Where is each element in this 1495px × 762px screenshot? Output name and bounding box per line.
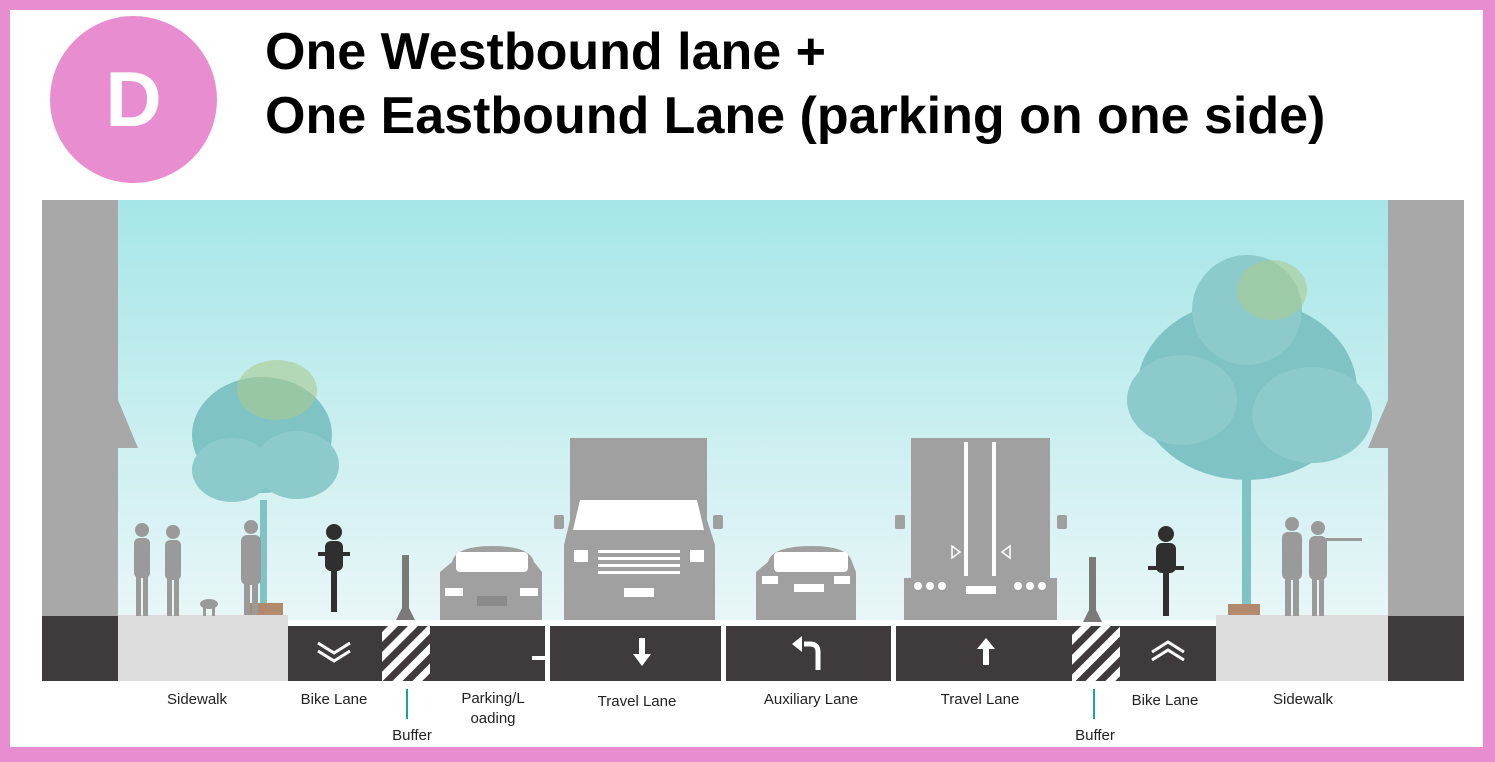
- parked-car: [440, 546, 542, 620]
- label-bike-lane-left: Bike Lane: [300, 691, 368, 708]
- buffer-right-hatch: [1072, 626, 1120, 681]
- label-buffer-right: Buffer: [1075, 727, 1115, 744]
- label-sidewalk-right: Sidewalk: [1272, 691, 1334, 708]
- chevron-down-icon: [317, 641, 351, 663]
- title-line-1: One Westbound lane +: [265, 23, 827, 81]
- diagram-title: One Westbound lane + One Eastbound Lane …: [265, 20, 1475, 148]
- buffer-left-hatch: [382, 626, 430, 681]
- pedestrians-left: [134, 520, 261, 616]
- trailer-truck: [895, 438, 1067, 620]
- lane-line: [721, 626, 726, 681]
- cyclist-right: [1148, 526, 1184, 616]
- option-badge: D: [50, 16, 217, 183]
- label-travel-lane-west: Travel Lane: [597, 693, 677, 710]
- label-buffer-left: Buffer: [392, 727, 432, 744]
- label-sidewalk-left: Sidewalk: [166, 691, 228, 708]
- bollard-right: [1083, 557, 1102, 622]
- title-line-2: One Eastbound Lane (parking on one side): [265, 87, 1326, 145]
- bollard-left: [396, 555, 415, 620]
- turn-left-arrow-icon: [792, 636, 821, 670]
- label-parking-loading: Parking/L oading: [461, 690, 525, 727]
- lane-line: [891, 626, 896, 681]
- tree-right: [1127, 255, 1372, 615]
- option-letter: D: [105, 55, 162, 143]
- pedestrians-right: [1282, 517, 1362, 616]
- tree-left: [192, 360, 339, 615]
- building-left: [42, 200, 138, 620]
- buffer-right-marker: [1093, 689, 1095, 719]
- sidewalk-left-surface: [118, 615, 288, 681]
- cyclist-left: [318, 524, 350, 612]
- label-travel-lane-east: Travel Lane: [940, 691, 1020, 708]
- road-surface: [288, 626, 1216, 681]
- arrow-up-icon: [977, 638, 995, 665]
- lane-line: [545, 626, 550, 681]
- street-cross-section: [42, 200, 1464, 681]
- parking-tick: [532, 656, 546, 660]
- arrow-down-icon: [633, 638, 651, 666]
- buffer-left-marker: [406, 689, 408, 719]
- chevron-up-icon: [1151, 640, 1185, 662]
- sidewalk-right-surface: [1216, 615, 1388, 681]
- building-right: [1368, 200, 1464, 620]
- building-base-right: [1388, 616, 1464, 681]
- label-auxiliary-lane: Auxiliary Lane: [763, 691, 859, 708]
- label-bike-lane-right: Bike Lane: [1131, 692, 1199, 709]
- box-truck: [554, 438, 723, 620]
- building-base-left: [42, 616, 118, 681]
- car-auxiliary: [756, 546, 856, 620]
